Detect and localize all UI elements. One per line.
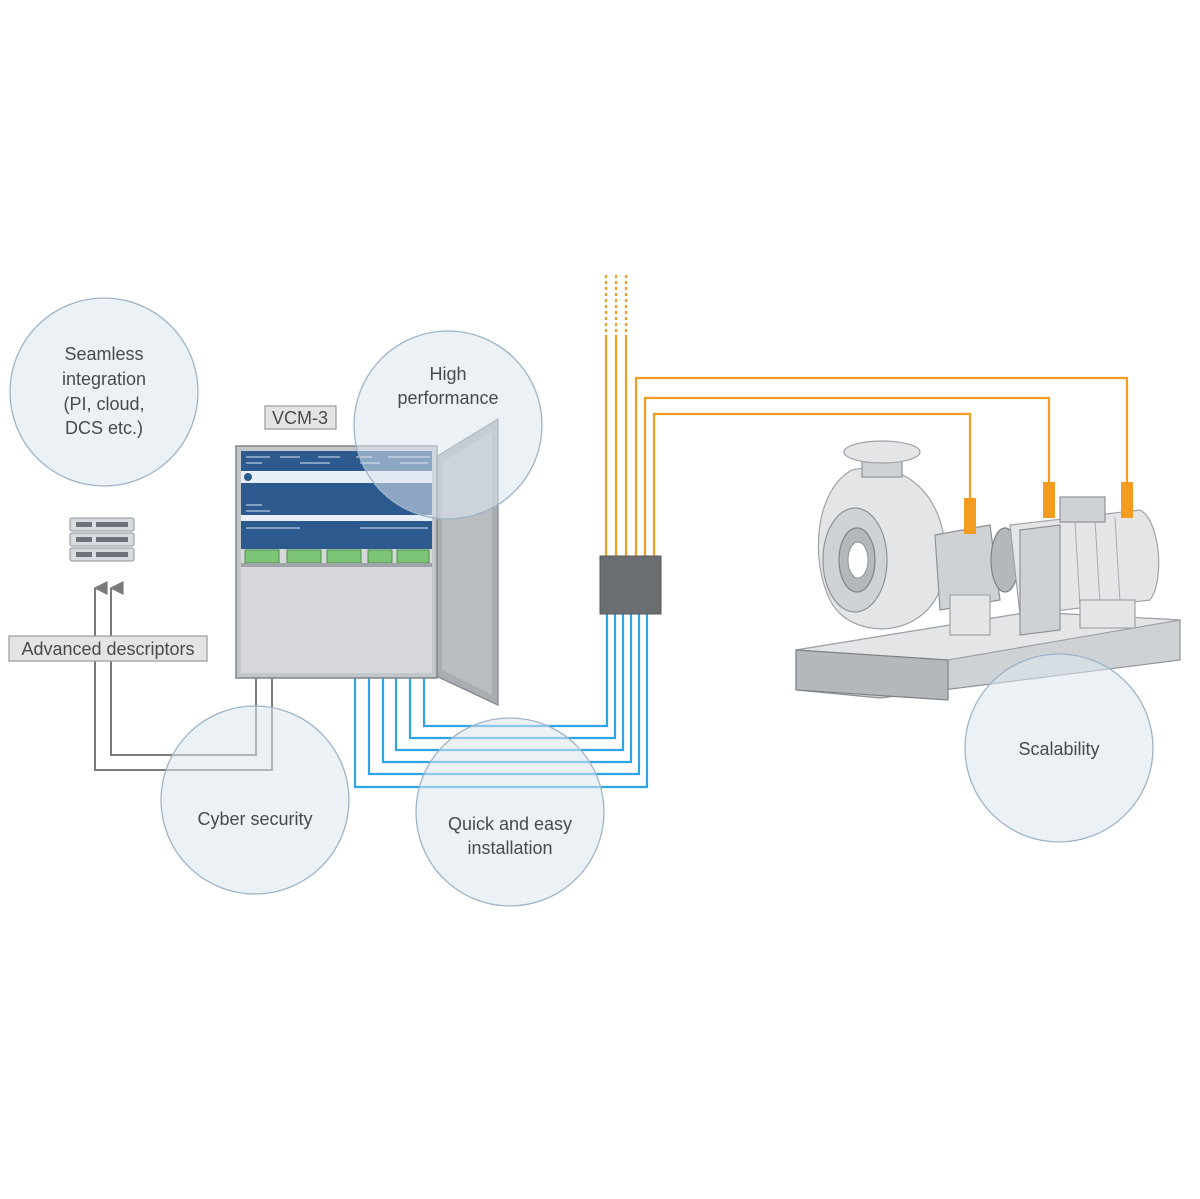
bubble-cyber-line-1: Cyber security: [197, 809, 312, 829]
bubble-seamless-line-4: DCS etc.): [65, 418, 143, 438]
bubble-performance-line-1: High: [429, 364, 466, 384]
sensor-cables: [604, 275, 1129, 556]
bubble-seamless-line-3: (PI, cloud,: [63, 394, 144, 414]
bubble-quick-line-2: installation: [467, 838, 552, 858]
vibration-sensors: [964, 482, 1133, 534]
bubble-seamless-line-1: Seamless: [64, 344, 143, 364]
bubble-seamless-line-2: integration: [62, 369, 146, 389]
vcm3-tag: VCM-3: [264, 405, 337, 430]
advanced-descriptors-label: Advanced descriptors: [21, 639, 194, 659]
bubble-quick-line-1: Quick and easy: [448, 814, 572, 834]
server-stack-icon: [69, 517, 135, 562]
bubble-cyber-security: Cyber security: [160, 705, 350, 895]
junction-box: [599, 555, 662, 615]
bubble-high-performance: High performance: [353, 330, 543, 520]
bubble-seamless-integration: Seamless integration (PI, cloud, DCS etc…: [9, 297, 199, 487]
bubble-scalability: Scalability: [964, 653, 1154, 843]
advanced-descriptors-tag: Advanced descriptors: [8, 635, 208, 662]
bubble-performance-line-2: performance: [397, 388, 498, 408]
bubble-scalability-line-1: Scalability: [1018, 739, 1099, 759]
bubble-quick-installation: Quick and easy installation: [415, 717, 605, 907]
vcm3-label: VCM-3: [272, 408, 328, 428]
pump-motor-icon: [795, 440, 1181, 701]
